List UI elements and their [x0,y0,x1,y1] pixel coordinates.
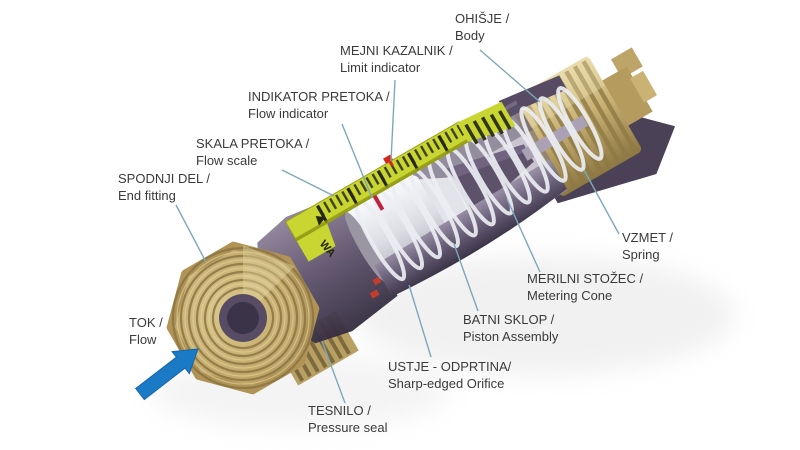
leader-lines [175,49,620,404]
label-flow-scale-en: Flow scale [196,153,258,168]
label-flow-indicator: INDIKATOR PRETOKA / Flow indicator [248,88,390,122]
label-flow: TOK / Flow [129,314,163,348]
leader-pressure-seal [321,340,346,404]
flow-meter-device: WA [166,47,676,395]
label-limit-indicator-si: MEJNI KAZALNIK / [340,43,453,58]
orifice-red-mark [369,289,380,299]
end-fitting-left [166,241,320,395]
label-pressure-seal-si: TESNILO / [308,403,371,418]
label-flow-en: Flow [129,332,157,347]
label-limit-indicator-en: Limit indicator [340,60,421,75]
leader-end-fitting [175,204,207,263]
label-flow-indicator-en: Flow indicator [248,106,329,121]
label-flow-scale: SKALA PRETOKA / Flow scale [196,135,309,169]
label-orifice: USTJE - ODPRTINA/ Sharp-edged Orifice [388,358,511,392]
label-metering-cone: MERILNI STOŽEC / Metering Cone [527,270,643,304]
label-flow-indicator-si: INDIKATOR PRETOKA / [248,89,390,104]
label-piston-assembly: BATNI SKLOP / Piston Assembly [463,311,558,345]
label-spring-en: Spring [622,247,660,262]
label-body: OHIŠJE / Body [455,10,509,44]
label-piston-assembly-en: Piston Assembly [463,329,559,344]
label-body-si: OHIŠJE / [455,11,510,26]
label-flow-scale-si: SKALA PRETOKA / [196,136,310,151]
soft-shadow [355,255,735,375]
leader-body [479,49,541,103]
leader-orifice [408,284,432,358]
orifice-red-mark [372,276,382,286]
label-orifice-en: Sharp-edged Orifice [388,376,505,391]
label-piston-assembly-si: BATNI SKLOP / [463,312,555,327]
leader-metering-cone [506,198,541,273]
flow-scale-band: WA [284,101,516,262]
label-orifice-si: USTJE - ODPRTINA/ [388,359,512,374]
label-pressure-seal: TESNILO / Pressure seal [308,402,387,436]
label-end-fitting-si: SPODNJI DEL / [118,171,210,186]
flow-indicator-marker [372,194,385,211]
label-spring: VZMET / Spring [622,229,673,263]
label-flow-si: TOK / [129,315,163,330]
scale-logo-arrow [315,215,326,226]
label-end-fitting: SPODNJI DEL / End fitting [118,170,210,204]
leader-flow-scale [281,169,335,197]
label-end-fitting-en: End fitting [118,188,176,203]
label-body-en: Body [455,28,485,43]
leader-spring [583,169,620,235]
leader-flow-indicator [341,123,373,199]
label-pressure-seal-en: Pressure seal [308,420,388,435]
label-metering-cone-si: MERILNI STOŽEC / [527,271,644,286]
leader-piston-assembly [453,243,479,312]
label-spring-si: VZMET / [622,230,674,245]
label-metering-cone-en: Metering Cone [527,288,613,303]
flow-direction-arrow [134,348,199,401]
leader-limit-indicator [390,79,396,162]
label-limit-indicator: MEJNI KAZALNIK / Limit indicator [340,42,453,76]
